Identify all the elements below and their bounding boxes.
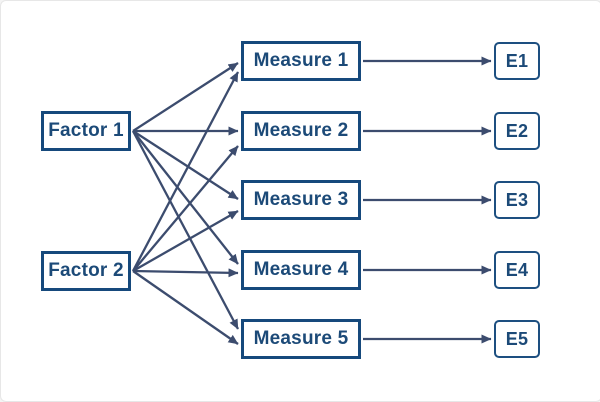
measure-1-node: Measure 1 (241, 41, 361, 81)
measure-1-label: Measure 1 (253, 50, 349, 71)
error-3-node: E3 (494, 181, 540, 219)
factor-2-label: Factor 2 (48, 260, 124, 281)
edge-factor-1-to-measure-5 (131, 130, 240, 330)
measure-4-node: Measure 4 (241, 250, 361, 290)
edge-factor-2-to-measure-1 (131, 71, 240, 272)
error-1-label: E1 (505, 50, 529, 71)
measure-5-label: Measure 5 (253, 328, 349, 349)
error-4-node: E4 (494, 251, 540, 289)
error-4-label: E4 (505, 259, 529, 280)
edge-factor-2-to-measure-4 (132, 268, 239, 278)
edge-factor-1-to-measure-4 (132, 130, 239, 265)
error-3-label: E3 (505, 189, 529, 210)
error-1-node: E1 (494, 42, 540, 80)
factor-1-label: Factor 1 (48, 120, 124, 141)
error-5-label: E5 (505, 328, 529, 349)
edge-factor-2-to-measure-3 (132, 210, 239, 272)
measure-5-node: Measure 5 (241, 319, 361, 359)
error-2-label: E2 (505, 120, 529, 141)
error-5-node: E5 (494, 320, 540, 358)
measure-2-label: Measure 2 (253, 120, 349, 141)
edge-factor-2-to-measure-5 (132, 270, 239, 345)
edge-factor-1-to-measure-1 (132, 62, 239, 132)
factor-1-node: Factor 1 (41, 111, 131, 151)
measure-3-node: Measure 3 (241, 180, 361, 220)
factor-2-node: Factor 2 (41, 251, 131, 291)
edge-factor-1-to-measure-3 (132, 130, 239, 200)
error-2-node: E2 (494, 112, 540, 150)
measure-2-node: Measure 2 (241, 111, 361, 151)
edge-factor-2-to-measure-2 (132, 145, 239, 272)
measure-3-label: Measure 3 (253, 189, 349, 210)
measure-4-label: Measure 4 (253, 259, 349, 280)
